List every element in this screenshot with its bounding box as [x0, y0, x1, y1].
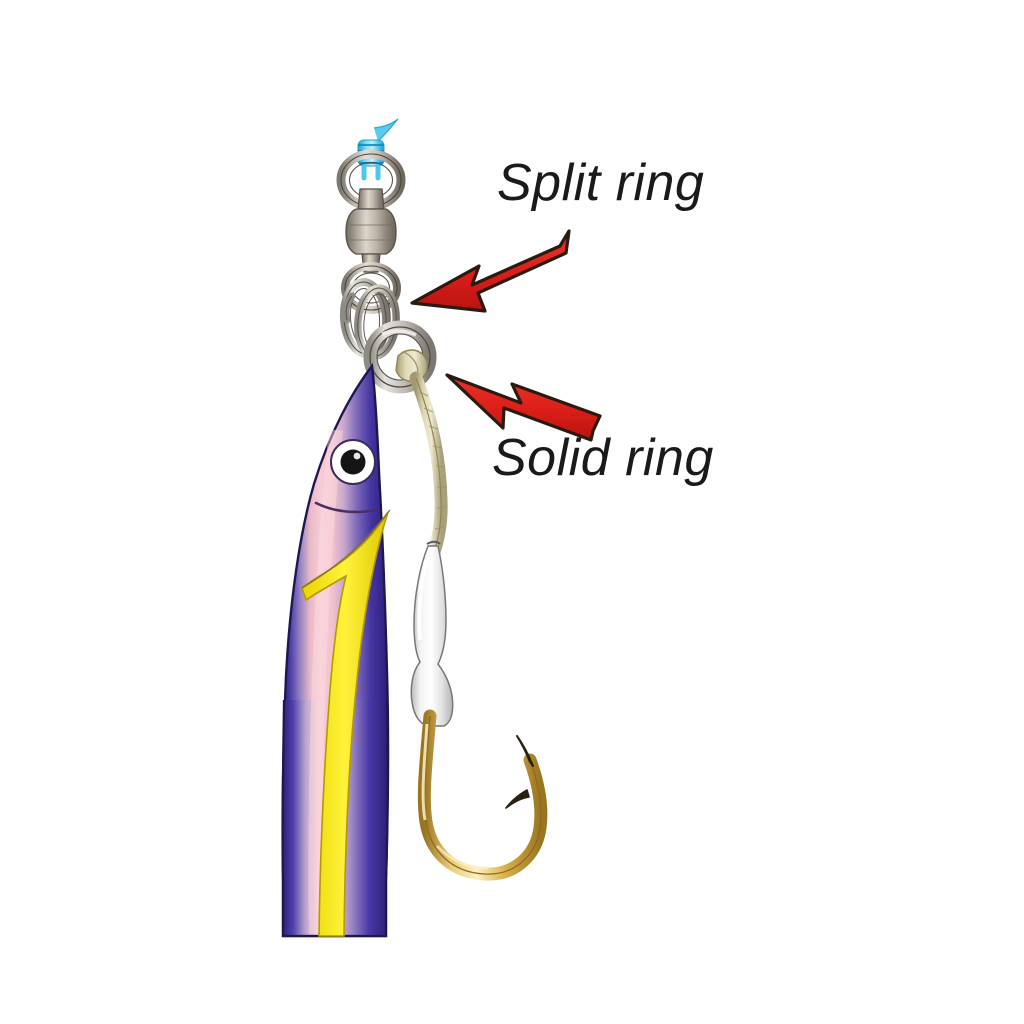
- assist-hook: [417, 709, 548, 881]
- shrink-tube: [410, 540, 454, 727]
- solid-ring-label: Solid ring: [492, 429, 714, 487]
- arrow-to-split-ring: [410, 229, 571, 313]
- jig-stripe: [301, 509, 391, 937]
- barrel-swivel: [336, 149, 406, 314]
- split-ring-label: Split ring: [497, 154, 705, 212]
- jig-mouth-line: [314, 501, 378, 514]
- solid-ring: [363, 320, 437, 394]
- jig-eye: [330, 439, 376, 485]
- fishing-line: [365, 62, 399, 151]
- arrow-to-solid-ring: [445, 373, 602, 442]
- assist-cord: [395, 349, 448, 559]
